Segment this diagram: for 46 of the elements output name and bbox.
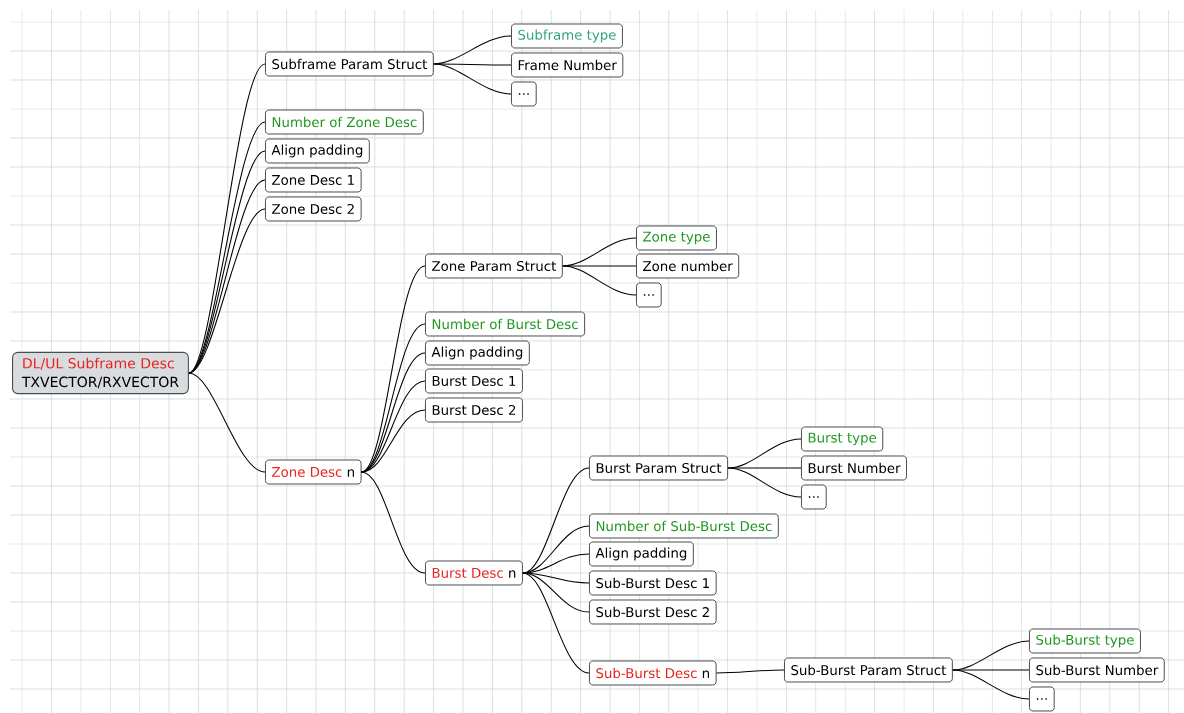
topic-box: Zone Desc 1 — [265, 167, 362, 193]
branch-line — [361, 471, 426, 574]
topic-box: Frame Number — [511, 52, 624, 78]
topic-box: Zone number — [636, 253, 740, 279]
topic-box: Burst Param Struct — [589, 455, 729, 481]
topic-box: Sub-Burst Param Struct — [784, 657, 953, 683]
topic-box: Number of Sub-Burst Desc — [589, 513, 779, 539]
topic-box: Align padding — [425, 340, 530, 366]
topic-box: ... — [1029, 686, 1055, 712]
branch-line — [188, 372, 266, 473]
topic-box: Sub-Burst Desc 1 — [589, 570, 717, 596]
topic-box: Sub-Burst Desc n — [589, 660, 717, 686]
topic-box: Burst Desc 1 — [425, 368, 523, 394]
branch-line — [952, 669, 1030, 671]
branch-line — [522, 572, 590, 674]
topic-box: Align padding — [265, 138, 370, 164]
branch-line — [433, 63, 512, 95]
topic-box: Number of Burst Desc — [425, 311, 586, 337]
root-topic-box: DL/UL Subframe Desc TXVECTOR/RXVECTOR — [12, 351, 189, 395]
topic-box: Zone Desc 2 — [265, 196, 362, 222]
topic-box: ... — [801, 484, 827, 510]
topic-box: Burst type — [801, 426, 884, 452]
branch-line — [562, 265, 637, 296]
topic-box: Zone Desc n — [265, 459, 362, 485]
branch-line — [952, 669, 1030, 700]
topic-box: Zone Param Struct — [425, 253, 563, 279]
branch-line — [361, 409, 426, 473]
topic-box: ... — [511, 81, 537, 107]
branch-line — [522, 572, 590, 584]
branch-line — [361, 323, 426, 473]
topic-box: Burst Desc n — [425, 560, 523, 586]
topic-box: Sub-Burst type — [1029, 628, 1141, 654]
topic-box: Number of Zone Desc — [265, 109, 424, 135]
topic-box: Subframe type — [511, 23, 623, 49]
topic-box: Zone type — [636, 225, 717, 251]
topic-box: Burst Desc 2 — [425, 397, 523, 423]
branch-line — [716, 669, 785, 674]
branch-line — [727, 467, 802, 498]
topic-box: Burst Number — [801, 455, 907, 481]
topic-box: Subframe Param Struct — [265, 51, 434, 77]
topic-box: Sub-Burst Number — [1029, 657, 1165, 683]
topic-box: Sub-Burst Desc 2 — [589, 599, 717, 625]
topic-box: ... — [636, 282, 662, 308]
branch-line — [562, 265, 637, 267]
topic-box: Align padding — [589, 541, 694, 567]
branch-line — [433, 63, 512, 66]
